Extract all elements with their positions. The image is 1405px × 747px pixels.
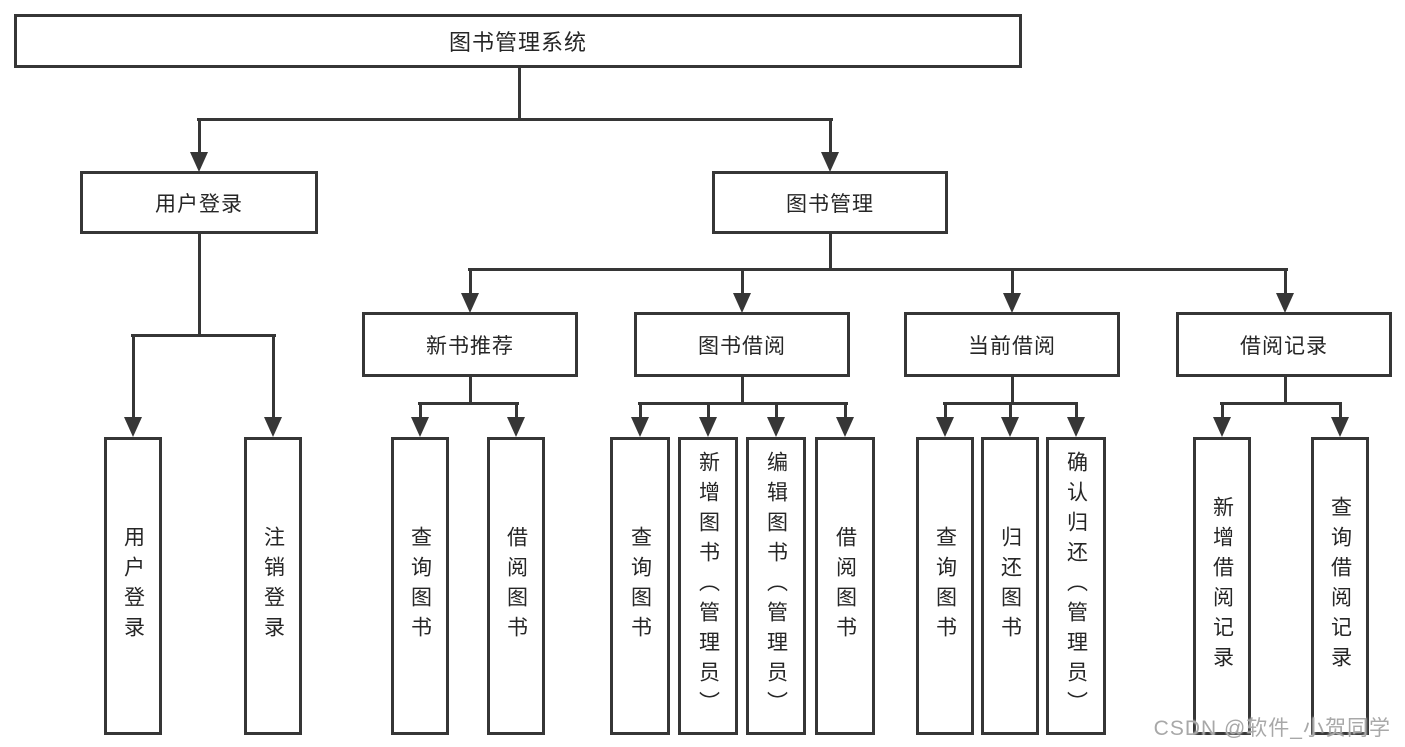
arrowhead-down-icon xyxy=(936,417,954,437)
connector-line xyxy=(1284,374,1287,405)
arrowhead-down-icon xyxy=(631,417,649,437)
node-leaf-return-books: 归还图书 xyxy=(981,437,1039,735)
connector-line xyxy=(741,268,744,295)
arrowhead-down-icon xyxy=(836,417,854,437)
connector-line xyxy=(1011,374,1014,405)
node-label: 编辑图书（管理员） xyxy=(764,451,788,721)
node-borrowing-records: 借阅记录 xyxy=(1176,312,1392,377)
connector-line xyxy=(829,118,832,155)
node-label: 用户登录 xyxy=(155,192,243,216)
arrowhead-down-icon xyxy=(733,293,751,313)
connector-line xyxy=(132,334,135,418)
node-leaf-add-borrow-record: 新增借阅记录 xyxy=(1193,437,1251,735)
node-label: 查询图书 xyxy=(933,526,957,646)
connector-line xyxy=(707,402,710,419)
arrowhead-down-icon xyxy=(190,152,208,172)
node-leaf-query-books-2: 查询图书 xyxy=(610,437,670,735)
node-leaf-add-books-admin: 新增图书（管理员） xyxy=(678,437,738,735)
node-label: 图书管理 xyxy=(786,192,874,216)
connector-line xyxy=(419,402,422,419)
node-label: 借阅记录 xyxy=(1240,334,1328,358)
watermark-text: CSDN @软件_小贺同学 xyxy=(1153,717,1391,740)
connector-line xyxy=(944,402,947,419)
arrowhead-down-icon xyxy=(1067,417,1085,437)
arrowhead-down-icon xyxy=(699,417,717,437)
connector-line xyxy=(515,402,518,419)
connector-line xyxy=(198,231,201,336)
node-label: 查询借阅记录 xyxy=(1328,496,1352,676)
connector-line xyxy=(131,334,276,337)
connector-line xyxy=(1075,402,1078,419)
connector-line xyxy=(639,402,642,419)
node-leaf-edit-books-admin: 编辑图书（管理员） xyxy=(746,437,806,735)
arrowhead-down-icon xyxy=(1213,417,1231,437)
arrowhead-down-icon xyxy=(1001,417,1019,437)
node-label: 借阅图书 xyxy=(833,526,857,646)
connector-line xyxy=(638,402,848,405)
connector-line xyxy=(198,118,201,155)
node-book-management: 图书管理 xyxy=(712,171,948,234)
connector-line xyxy=(1339,402,1342,419)
arrowhead-down-icon xyxy=(461,293,479,313)
node-label: 借阅图书 xyxy=(504,526,528,646)
arrowhead-down-icon xyxy=(507,417,525,437)
connector-line xyxy=(1011,268,1014,295)
node-user-login: 用户登录 xyxy=(80,171,318,234)
arrowhead-down-icon xyxy=(1276,293,1294,313)
connector-line xyxy=(272,334,275,418)
node-book-borrowing: 图书借阅 xyxy=(634,312,850,377)
arrowhead-down-icon xyxy=(1003,293,1021,313)
node-leaf-confirm-return-admin: 确认归还（管理员） xyxy=(1046,437,1106,735)
node-label: 归还图书 xyxy=(998,526,1022,646)
node-label: 用户登录 xyxy=(121,526,145,646)
node-leaf-query-books-1: 查询图书 xyxy=(391,437,449,735)
arrowhead-down-icon xyxy=(1331,417,1349,437)
connector-line xyxy=(775,402,778,419)
connector-line xyxy=(469,268,472,295)
node-label: 图书管理系统 xyxy=(448,30,587,55)
arrowhead-down-icon xyxy=(767,417,785,437)
connector-line xyxy=(469,374,472,405)
connector-line xyxy=(1221,402,1224,419)
node-label: 新书推荐 xyxy=(426,334,514,358)
node-leaf-user-login: 用户登录 xyxy=(104,437,162,735)
node-leaf-borrow-books-1: 借阅图书 xyxy=(487,437,545,735)
node-current-borrowing: 当前借阅 xyxy=(904,312,1120,377)
node-leaf-logout: 注销登录 xyxy=(244,437,302,735)
node-new-book-recommendation: 新书推荐 xyxy=(362,312,578,377)
connector-line xyxy=(1009,402,1012,419)
node-label: 新增借阅记录 xyxy=(1210,496,1234,676)
arrowhead-down-icon xyxy=(124,417,142,437)
node-leaf-query-borrow-record: 查询借阅记录 xyxy=(1311,437,1369,735)
node-library-system: 图书管理系统 xyxy=(14,14,1022,68)
connector-line xyxy=(468,268,1288,271)
node-label: 注销登录 xyxy=(261,526,285,646)
connector-line xyxy=(829,231,832,270)
arrowhead-down-icon xyxy=(411,417,429,437)
node-label: 查询图书 xyxy=(628,526,652,646)
node-leaf-query-books-3: 查询图书 xyxy=(916,437,974,735)
node-label: 图书借阅 xyxy=(698,334,786,358)
node-label: 新增图书（管理员） xyxy=(696,451,720,721)
connector-line xyxy=(844,402,847,419)
node-leaf-borrow-books-2: 借阅图书 xyxy=(815,437,875,735)
arrowhead-down-icon xyxy=(264,417,282,437)
connector-line xyxy=(418,402,519,405)
node-label: 查询图书 xyxy=(408,526,432,646)
connector-line xyxy=(1220,402,1342,405)
arrowhead-down-icon xyxy=(821,152,839,172)
node-label: 当前借阅 xyxy=(968,334,1056,358)
connector-line xyxy=(518,66,521,121)
connector-line xyxy=(741,374,744,405)
node-label: 确认归还（管理员） xyxy=(1064,451,1088,721)
connector-line xyxy=(1284,268,1287,295)
connector-line xyxy=(197,118,833,121)
